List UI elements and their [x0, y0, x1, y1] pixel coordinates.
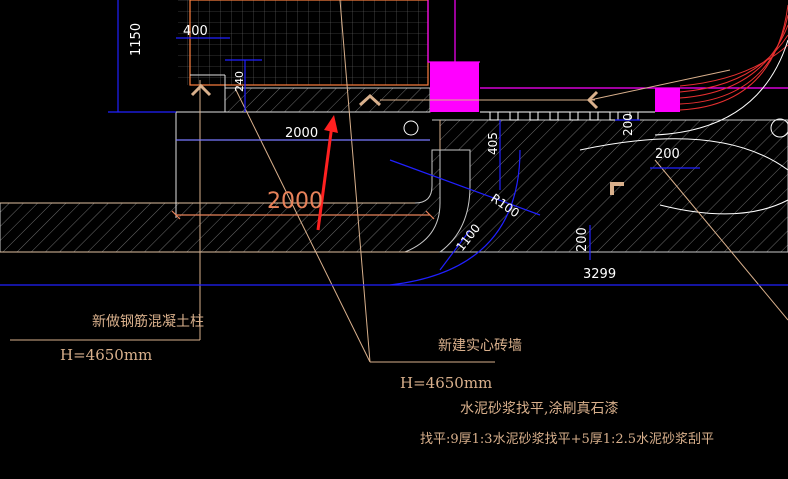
circle-symbol — [403, 120, 419, 136]
tiled-floor — [178, 0, 429, 86]
dim-2000-small: 2000 — [285, 126, 318, 141]
column-name-label: 新做钢筋混凝土柱 — [92, 313, 204, 330]
red-arrow-icon — [316, 115, 338, 231]
dim-405: 405 — [486, 132, 500, 155]
white-arc-right — [654, 39, 788, 136]
chevron-up-icon — [358, 93, 382, 107]
finish-line-2: 找平:9厚1:3水泥砂浆找平+5厚1:2.5水泥砂浆刮平 — [420, 432, 714, 447]
chevron-left-icon — [586, 90, 599, 110]
column-height-label: H=4650mm — [60, 346, 152, 364]
white-arcs — [579, 138, 788, 215]
circle-symbol-right — [770, 118, 788, 138]
finish-line-1: 水泥砂浆找平,涂刷真石漆 — [460, 401, 618, 417]
red-arcs — [679, 4, 788, 111]
dim-2000-big: 2000 — [267, 189, 323, 214]
orange-dimension-line — [171, 210, 435, 220]
corner-marker-icon — [610, 182, 624, 195]
magenta-column-right — [655, 88, 680, 112]
dim-200-a: 200 — [621, 113, 635, 136]
toothed-edge — [480, 111, 655, 121]
magenta-column-left — [430, 62, 479, 112]
dim-200-b: 200 — [655, 147, 680, 162]
dim-3299: 3299 — [583, 267, 616, 282]
wall-name-label: 新建实心砖墙 — [438, 338, 522, 354]
leader-lines — [10, 0, 788, 363]
dim-240: 240 — [233, 71, 246, 92]
chevron-up-icon — [190, 83, 212, 97]
dim-400: 400 — [183, 24, 208, 39]
dim-200-c: 200 — [575, 227, 590, 252]
dim-1150: 1150 — [129, 23, 144, 56]
wall-height-label: H=4650mm — [400, 374, 492, 392]
